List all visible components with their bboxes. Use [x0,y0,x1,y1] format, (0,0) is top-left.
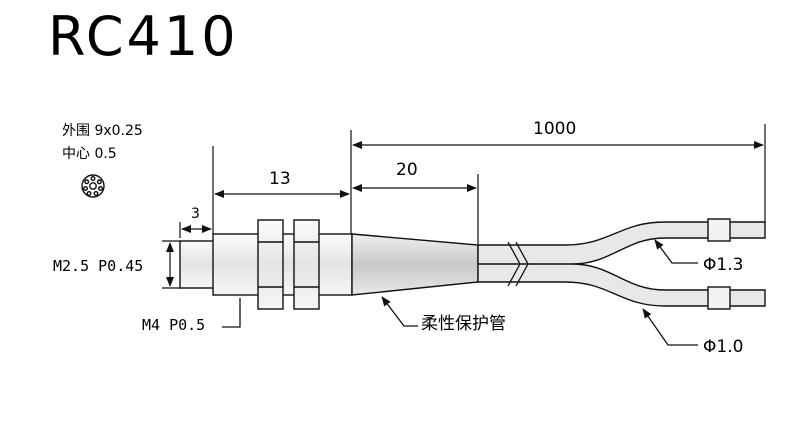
leader-lines [222,239,698,346]
extension-lines [179,124,766,244]
dimension-lines [162,141,764,289]
cable-bundle [477,221,766,307]
body-length-label: 13 [269,169,291,189]
body-thread-leader [222,298,241,328]
tip-thread-label: M2.5 P0.45 [53,257,144,275]
hex-nut-left [257,219,284,310]
fiber-upper-diameter-label: Φ1.3 [703,255,744,275]
flex-tube-label: 柔性保护管 [421,314,506,334]
tip-length-label: 3 [191,206,200,222]
fiber-center-spec: 中心 0.5 [62,146,117,162]
body-thread-label: M4 P0.5 [142,316,206,334]
flex-protective-tube [351,233,479,296]
fiber-upper-leader [654,239,698,264]
model-title: RC410 [48,5,239,68]
tube-length-label: 20 [396,160,418,180]
fiber-cross-section-icon [81,174,105,198]
fiber-lower-diameter-label: Φ1.0 [703,337,744,357]
cable-length-label: 1000 [533,119,577,139]
flex-tube-leader [381,296,418,327]
fiber-lower-leader [642,308,698,346]
break-symbol [507,241,529,287]
hex-nut-right [293,219,320,310]
fiber-end-sleeve-upper [707,218,731,242]
sensor-tip [179,240,215,289]
fiber-outer-spec: 外围 9x0.25 [62,123,143,139]
fiber-end-sleeve-lower [707,286,731,310]
